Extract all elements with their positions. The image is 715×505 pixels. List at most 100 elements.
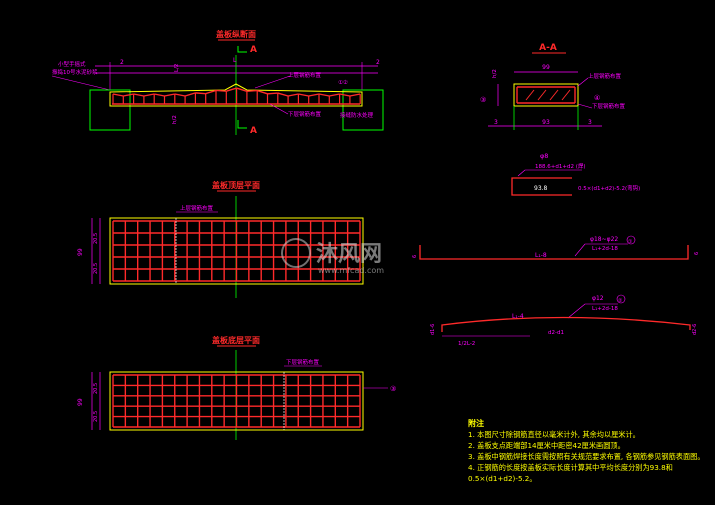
- section-mark-top: A: [250, 45, 257, 55]
- dim-center: L: [233, 57, 237, 64]
- rebar-top: [339, 93, 351, 97]
- rebar-top: [277, 92, 289, 97]
- leader: [577, 103, 593, 109]
- slab-outline: [109, 83, 363, 107]
- bottom-plan-dim-width: 99: [77, 398, 84, 406]
- bottom-plan-mark: ③: [390, 385, 396, 393]
- leader: [517, 169, 526, 177]
- stirrup-side-formula: 0.5×(d1+d2)-5.2(弯钩): [578, 184, 640, 192]
- top-plan-dim-a: 20.5: [93, 233, 99, 244]
- top-plan-outline: [109, 217, 364, 285]
- section-view: A-A 99 h/2 3 3 93 上层钢筋布置 下层钢筋布置 ③ ④: [480, 43, 626, 130]
- callout-bottom: 下层钢筋布置: [288, 110, 322, 118]
- bottom-plan-callout: 下层钢筋布置: [286, 358, 320, 366]
- notes-title: 附注: [468, 419, 484, 428]
- elevation-view: 盖板纵断面 A 2 L 2 L/2 小型手摇式 振捣10号水泥砂浆 上层钢筋布置…: [51, 29, 384, 136]
- note-item: 1. 本图尺寸除钢筋直径以毫米计外, 其余均以厘米计。: [468, 430, 640, 439]
- top-plan-title: 盖板顶层平面: [212, 180, 260, 190]
- bottom-plan-view: 盖板底层平面 下层钢筋布置 ③ 99 20.5 20.5: [77, 335, 396, 440]
- rebar-diagonal: [537, 89, 547, 101]
- bar2-formula: L₁+2d-18: [592, 306, 618, 312]
- bottom-plan-dim-a: 20.5: [93, 383, 99, 394]
- stirrup-inner-dim: 93.8: [534, 185, 548, 192]
- note-item: 2. 盖板支点距端部14厘米中距密42厘米画圆顶。: [468, 441, 625, 450]
- bar2-detail: φ12 L₁+2d-18 ② L₁-4 1/2L-2 d2-d1 d1-6 d2…: [430, 294, 698, 347]
- rebar-diagonal: [549, 89, 559, 101]
- stirrup-label: φ8: [540, 152, 548, 160]
- section-title: A-A: [539, 43, 557, 53]
- note-line1: 小型手摇式: [58, 60, 86, 68]
- section-outline: [513, 83, 579, 107]
- notes-block: 附注 1. 本图尺寸除钢筋直径以毫米计外, 其余均以厘米计。 2. 盖板支点距端…: [468, 418, 713, 484]
- rebar-top: [308, 93, 320, 97]
- rebar-top: [349, 93, 361, 97]
- stirrup-shape: [511, 177, 572, 196]
- rebar-top: [205, 89, 217, 95]
- bar2-circle: [616, 294, 626, 304]
- callout-support: 接缝防水处理: [340, 111, 374, 119]
- bar2-label: φ12: [592, 295, 604, 302]
- note-line2: 振捣10号水泥砂浆: [52, 68, 98, 76]
- rebar-top: [164, 93, 175, 97]
- top-plan-dim-width: 99: [77, 248, 84, 256]
- leader: [269, 103, 289, 115]
- rebar-top: [154, 93, 165, 97]
- rebar-top: [329, 93, 340, 97]
- bottom-plan-dim-b: 20.5: [93, 411, 99, 422]
- stirrup-detail: φ8 188.6+d1+d2 (焊) 93.8 0.5×(d1+d2)-5.2(…: [511, 152, 640, 196]
- callout-top: 上层钢筋布置: [288, 71, 322, 79]
- rebar-top: [287, 93, 299, 97]
- bar1-end-right: 6: [694, 252, 700, 255]
- section-callout-top: 上层钢筋布置: [588, 72, 622, 80]
- leader: [254, 75, 291, 89]
- bottom-plan-outline: [109, 371, 364, 431]
- rebar-top: [298, 93, 309, 97]
- rebar-top: [267, 92, 278, 95]
- leader: [577, 77, 589, 87]
- rebar-top: [256, 89, 268, 95]
- rebar-top: [246, 89, 258, 93]
- leader: [567, 303, 586, 319]
- callout-right: ①②: [338, 79, 348, 86]
- watermark: 沐风网 www.mfcad.com: [278, 233, 438, 281]
- bar2-end-left: d1-6: [430, 324, 436, 335]
- watermark-logo: 沐风网 www.mfcad.com: [281, 238, 384, 275]
- section-mark-bottom: A: [250, 126, 257, 136]
- rebar-top: [184, 92, 196, 97]
- rebar-top: [226, 87, 237, 92]
- bar1-label: φ18~φ22: [590, 236, 618, 243]
- rebar-top: [174, 93, 186, 97]
- bar1-formula: L₁+2d-18: [592, 246, 618, 252]
- bar2-sub-dims: 1/2L-2: [458, 341, 475, 347]
- rebar-top: [215, 89, 227, 92]
- watermark-icon: [281, 238, 311, 268]
- section-callout-bottom: 下层钢筋布置: [592, 102, 626, 110]
- section-dim-right: 3: [588, 119, 592, 126]
- rebar-top: [123, 93, 134, 97]
- note-item: 4. 正钢筋的长度按盖板实际长度计算其中平均长度分别为93.8和0.5×(d1+…: [468, 463, 673, 483]
- bar2-tail: d2-d1: [548, 330, 564, 336]
- section-mark-right: ④: [594, 94, 600, 102]
- bar2-shape: [441, 316, 691, 332]
- dim-left: 2: [120, 59, 124, 66]
- bottom-plan-title: 盖板底层平面: [212, 335, 260, 345]
- leader: [51, 75, 111, 91]
- bottom-plan-mesh: [112, 374, 361, 428]
- note-item: 3. 盖板中钢筋焊接长度需按照有关规范要求布置, 各钢筋参见钢筋表面图。: [468, 452, 705, 461]
- top-plan-callout: 上层钢筋布置: [180, 204, 214, 212]
- bar1-circle: [626, 235, 636, 245]
- section-arrow-top: [237, 46, 247, 53]
- top-plan-dim-b: 20.5: [93, 263, 99, 274]
- stirrup-formula: 188.6+d1+d2 (焊): [535, 162, 585, 170]
- bar1-end-left: 6: [412, 255, 418, 258]
- bar1-detail: φ18~φ22 L₁+2d-18 ① L₁-8 6 6: [412, 235, 700, 260]
- leader: [574, 243, 586, 257]
- section-arrow-bottom: [237, 120, 247, 129]
- dim-height: h/2: [172, 115, 178, 124]
- rebar-top: [133, 93, 145, 97]
- section-dim-bottom: 93: [542, 119, 550, 126]
- elevation-title: 盖板纵断面: [216, 29, 256, 39]
- bar1-circle-num: ①: [628, 239, 633, 245]
- bar1-length: L₁-8: [535, 252, 547, 259]
- section-dim-left: 3: [494, 119, 498, 126]
